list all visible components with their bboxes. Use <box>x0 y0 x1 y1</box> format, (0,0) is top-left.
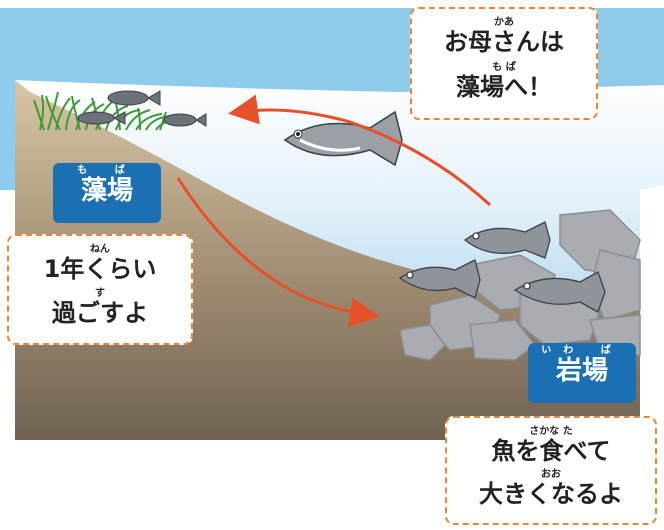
callout-year: ねん 1年くらい す 過ごすよ <box>7 234 193 345</box>
fish-small <box>77 90 207 127</box>
callout-grow-ruby-2: おお <box>541 469 561 480</box>
label-moba-text: 藻場 <box>80 176 133 206</box>
callout-grow-line-2: 大きくなるよ <box>479 480 623 508</box>
callout-mother: かあ お母さんは も ぱ 藻場へ！ <box>410 7 598 120</box>
callout-mother-line-1: お母さんは <box>444 28 564 56</box>
label-iwaba-ruby: いわ ば <box>541 345 623 356</box>
arrow-to-moba <box>228 94 492 207</box>
callout-grow: さかな た 魚を食べて おお 大きくなるよ <box>445 416 657 525</box>
callout-grow-ruby-1: さかな た <box>529 426 573 437</box>
fish-swimming <box>283 110 403 167</box>
fish-rocks <box>398 221 606 313</box>
callout-mother-line-2: 藻場へ！ <box>456 73 552 101</box>
callout-year-ruby-1: ねん <box>90 244 110 255</box>
callout-year-line-2: 過ごすよ <box>51 299 149 327</box>
callout-grow-line-1: 魚を食べて <box>491 437 611 465</box>
label-moba-ruby: も ば <box>77 165 137 176</box>
label-iwaba: いわ ば 岩場 <box>528 343 636 403</box>
label-iwaba-text: 岩場 <box>555 356 608 386</box>
arrow-to-iwaba <box>176 177 380 328</box>
callout-year-ruby-2: す <box>95 288 105 299</box>
callout-mother-ruby-1: かあ <box>494 17 514 28</box>
callout-mother-ruby-2: も ぱ <box>492 62 516 73</box>
label-moba: も ば 藻場 <box>53 163 161 223</box>
callout-year-line-1: 1年くらい <box>43 255 157 283</box>
